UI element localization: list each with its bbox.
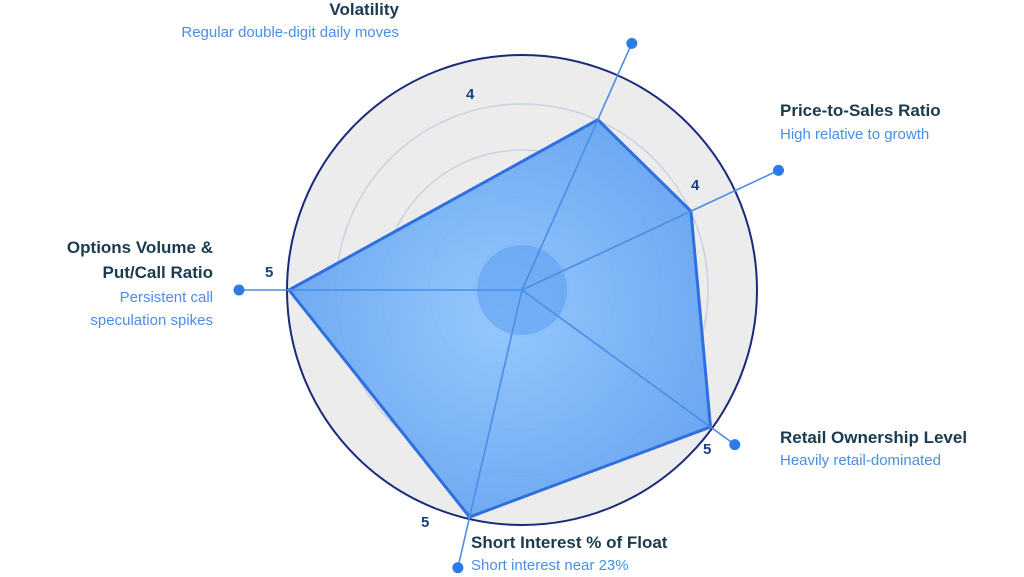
- axis-title-retail-ownership: Retail Ownership Level: [780, 428, 968, 447]
- axis-desc-options-volume-line1: Persistent call: [119, 289, 213, 306]
- value-label-retail-ownership: 5: [703, 441, 712, 458]
- axis-title-options-volume-line2: Put/Call Ratio: [102, 263, 213, 282]
- axis-desc-price-to-sales: High relative to growth: [780, 126, 930, 143]
- axis-desc-retail-ownership: Heavily retail-dominated: [780, 452, 941, 469]
- axis-title-options-volume-line1: Options Volume &: [66, 238, 213, 257]
- axis-title-price-to-sales: Price-to-Sales Ratio: [780, 101, 941, 120]
- axis-title-short-interest: Short Interest % of Float: [471, 533, 668, 552]
- axis-line-1: [521, 43, 633, 291]
- axis-end-dot-3: [729, 439, 741, 451]
- value-label-short-interest: 5: [421, 514, 430, 531]
- axis-title-volatility: Volatility: [329, 0, 399, 19]
- axis-line-4: [457, 289, 523, 568]
- value-label-price-to-sales: 4: [691, 177, 700, 194]
- value-label-options-volume: 5: [265, 264, 274, 281]
- axis-line-2: [521, 169, 779, 291]
- axis-end-dot-1: [626, 37, 638, 49]
- axis-end-dot-2: [772, 164, 784, 176]
- axis-end-dot-5: [233, 284, 245, 296]
- axis-desc-volatility: Regular double-digit daily moves: [181, 24, 399, 41]
- axis-desc-options-volume-line2: speculation spikes: [90, 312, 213, 329]
- axis-desc-short-interest: Short interest near 23%: [471, 557, 629, 574]
- axis-end-dot-4: [452, 562, 464, 574]
- axis-line-3: [521, 289, 736, 446]
- value-label-volatility: 4: [466, 86, 475, 103]
